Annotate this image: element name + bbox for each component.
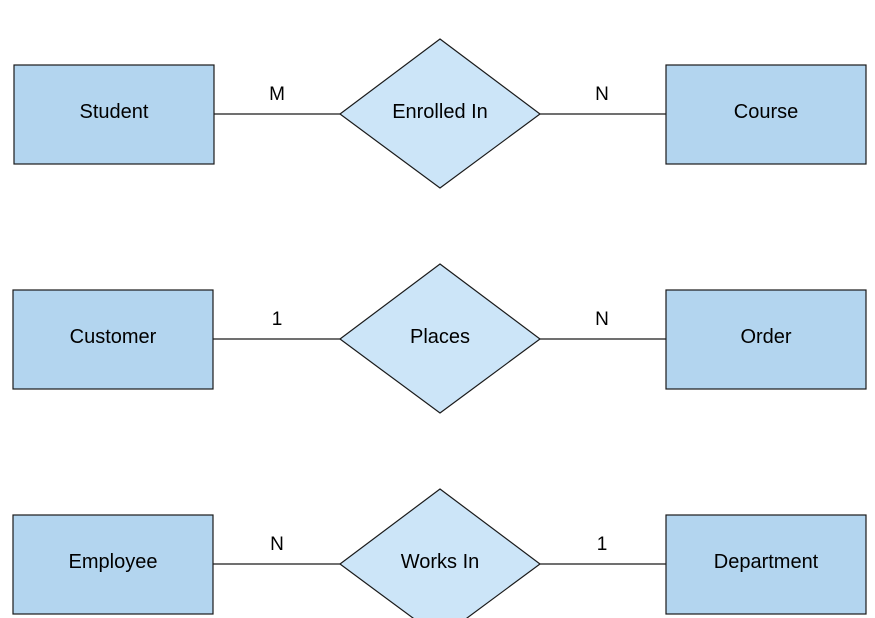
cardinality-left: M xyxy=(269,84,285,105)
relationship-diamond-places[interactable] xyxy=(338,263,542,414)
er-row-3: Employee Works In Department N 1 xyxy=(12,488,867,618)
cardinality-left: 1 xyxy=(272,309,283,330)
relationship-label-works-in: Works In xyxy=(401,551,480,573)
relationship-diamond-enrolled-in[interactable] xyxy=(338,38,542,189)
entity-box-course[interactable] xyxy=(665,64,867,165)
relationship-diamond-works-in[interactable] xyxy=(338,488,542,618)
relationship-label-places: Places xyxy=(410,326,470,348)
entity-box-employee[interactable] xyxy=(12,514,214,615)
entity-label-order: Order xyxy=(740,326,791,348)
er-row-1: Student Enrolled In Course M N xyxy=(13,38,867,189)
cardinality-right: N xyxy=(595,309,609,330)
entity-box-order[interactable] xyxy=(665,289,867,390)
entity-label-employee: Employee xyxy=(69,551,158,573)
er-row-2: Customer Places Order 1 N xyxy=(12,263,867,414)
entity-label-student: Student xyxy=(80,101,149,123)
cardinality-right: N xyxy=(595,84,609,105)
entity-box-student[interactable] xyxy=(13,64,215,165)
entity-label-department: Department xyxy=(714,551,819,573)
entity-label-customer: Customer xyxy=(70,326,157,348)
entity-box-customer[interactable] xyxy=(12,289,214,390)
entity-label-course: Course xyxy=(734,101,798,123)
cardinality-left: N xyxy=(270,534,284,555)
entity-box-department[interactable] xyxy=(665,514,867,615)
relationship-label-enrolled-in: Enrolled In xyxy=(392,101,488,123)
cardinality-right: 1 xyxy=(597,534,608,555)
